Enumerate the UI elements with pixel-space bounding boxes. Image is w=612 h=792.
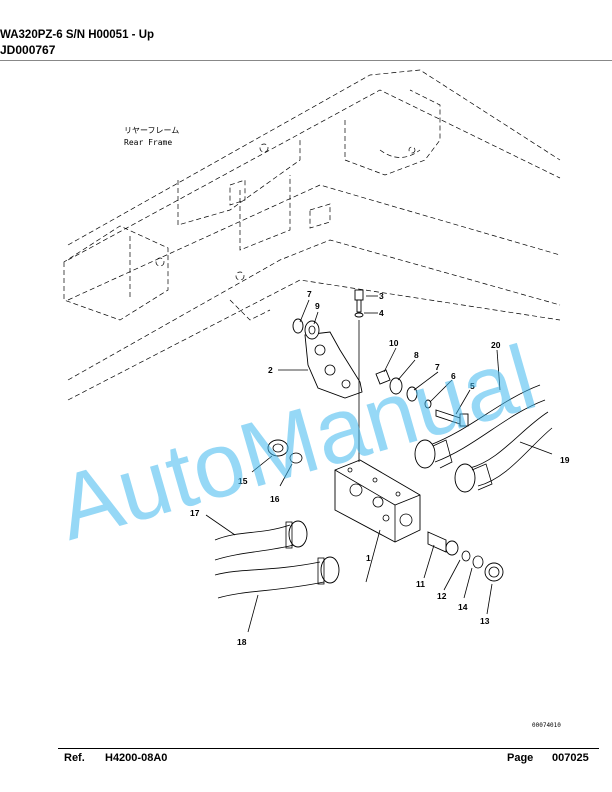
bracket-part bbox=[304, 331, 363, 399]
callout-6: 6 bbox=[451, 371, 456, 381]
valve-block-part bbox=[334, 320, 421, 543]
callout-7-lower: 7 bbox=[435, 362, 440, 372]
leader-lines bbox=[205, 295, 553, 633]
page-label: Page bbox=[507, 752, 534, 764]
frame-label-en: Rear Frame bbox=[124, 138, 172, 147]
callout-8: 8 bbox=[414, 350, 419, 360]
callout-12: 12 bbox=[437, 591, 447, 601]
callout-4: 4 bbox=[379, 308, 384, 318]
callout-3: 3 bbox=[379, 291, 384, 301]
callout-15: 15 bbox=[238, 476, 248, 486]
lower-hoses bbox=[214, 520, 340, 599]
side-fasteners bbox=[375, 369, 469, 427]
drawing-number: 00074010 bbox=[532, 722, 561, 729]
frame-label-jp: リヤーフレーム bbox=[124, 126, 179, 135]
callout-18: 18 bbox=[237, 637, 247, 647]
callout-17: 17 bbox=[190, 508, 200, 518]
rear-frame-outline bbox=[63, 69, 561, 401]
ref-label: Ref. bbox=[64, 752, 85, 764]
callout-labels: 1 2 3 4 5 6 7 7 8 9 10 11 12 13 14 15 16… bbox=[190, 289, 570, 647]
callout-9: 9 bbox=[315, 301, 320, 311]
upper-hoses bbox=[414, 384, 553, 493]
callout-11: 11 bbox=[416, 579, 425, 589]
footer-rule bbox=[58, 748, 599, 749]
document-title: WA320PZ-6 S/N H00051 - Up bbox=[0, 29, 155, 41]
callout-2: 2 bbox=[268, 365, 273, 375]
callout-7-upper: 7 bbox=[307, 289, 312, 299]
header-rule bbox=[0, 60, 612, 61]
document-code: JD000767 bbox=[0, 43, 56, 57]
page-number: 007025 bbox=[552, 752, 589, 764]
callout-14: 14 bbox=[458, 602, 468, 612]
callout-20: 20 bbox=[491, 340, 501, 350]
plug-left bbox=[267, 439, 303, 464]
ref-value: H4200-08A0 bbox=[105, 752, 168, 764]
callout-10: 10 bbox=[389, 338, 399, 348]
upper-fasteners bbox=[292, 289, 364, 340]
callout-13: 13 bbox=[480, 616, 490, 626]
callout-1: 1 bbox=[366, 553, 371, 563]
callout-16: 16 bbox=[270, 494, 280, 504]
right-fittings bbox=[427, 531, 504, 582]
callout-19: 19 bbox=[560, 455, 570, 465]
callout-5: 5 bbox=[470, 381, 475, 391]
